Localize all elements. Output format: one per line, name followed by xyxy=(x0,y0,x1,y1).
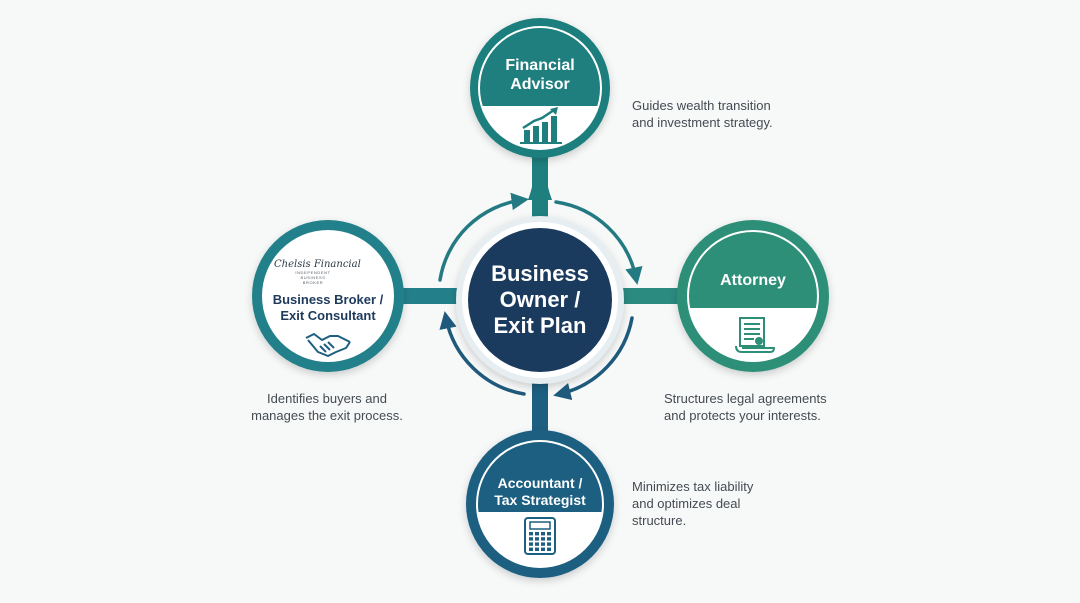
accountant-node xyxy=(466,430,614,578)
connectors xyxy=(388,150,692,444)
center-title: Business Owner / Exit Plan xyxy=(491,261,589,338)
calculator-key xyxy=(529,532,533,536)
calculator-key xyxy=(547,547,551,551)
accountant-title: Accountant / Tax Strategist xyxy=(494,475,586,508)
attorney-title: Attorney xyxy=(720,272,786,289)
calculator-key xyxy=(541,532,545,536)
attorney-node xyxy=(677,220,829,372)
business-broker-description: Identifies buyers and manages the exit p… xyxy=(251,391,403,424)
arrow-top-right xyxy=(554,200,643,285)
center-node xyxy=(456,216,624,384)
calculator-key xyxy=(535,542,539,546)
calculator-key xyxy=(541,537,545,541)
connector-top-bar xyxy=(532,150,548,228)
calculator-key xyxy=(529,547,533,551)
calculator-key xyxy=(535,537,539,541)
legal-document-icon xyxy=(735,317,776,353)
business-broker-node xyxy=(252,220,404,372)
connector-left-bar xyxy=(388,288,468,304)
calculator-key xyxy=(541,547,545,551)
calculator-key xyxy=(529,542,533,546)
growth-chart-icon xyxy=(520,107,562,144)
calculator-key xyxy=(535,547,539,551)
calculator-icon xyxy=(524,517,556,555)
financial-advisor-node xyxy=(470,18,610,158)
accountant-description: Minimizes tax liability and optimizes de… xyxy=(632,479,754,529)
calculator-key xyxy=(547,542,551,546)
cycle-arrows xyxy=(438,192,643,401)
financial-advisor-title: Financial Advisor xyxy=(505,57,575,93)
financial-advisor-description: Guides wealth transition and investment … xyxy=(632,98,773,131)
connector-bottom-bar xyxy=(532,378,548,444)
chelsis-financial-logo: Chelsis Financial INDEPENDENT BUSINESS B… xyxy=(274,259,361,285)
attorney-description: Structures legal agreements and protects… xyxy=(664,391,827,424)
calculator-key xyxy=(547,537,551,541)
arrow-bottom-left xyxy=(439,311,526,396)
business-broker-title: Business Broker / Exit Consultant xyxy=(272,292,384,323)
calculator-key xyxy=(529,537,533,541)
connector-right-bar xyxy=(612,288,692,304)
handshake-icon xyxy=(305,333,351,357)
calculator-key xyxy=(547,532,551,536)
calculator-key xyxy=(541,542,545,546)
arrow-left-top xyxy=(438,192,529,282)
calculator-key xyxy=(535,532,539,536)
arrow-right-bottom xyxy=(553,316,634,401)
